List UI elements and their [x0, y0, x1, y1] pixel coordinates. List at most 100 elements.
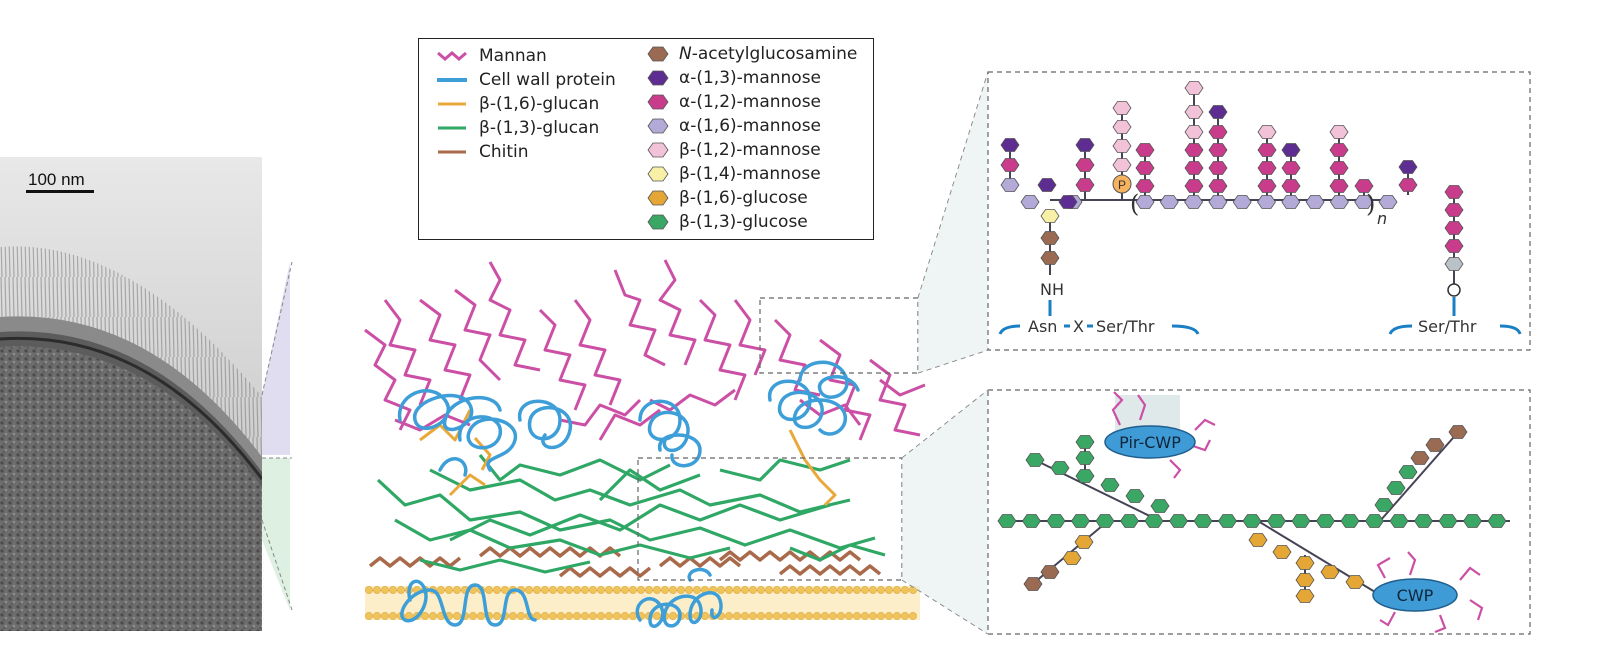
b13-glucose-hex: [1463, 514, 1482, 528]
lipid-head: [621, 612, 629, 620]
lipid-head: [477, 612, 485, 620]
glycan-structure-panel: P ( ) n NH O Asn X Ser/Thr Ser/Thr: [987, 71, 1531, 351]
lipid-head: [365, 586, 373, 594]
lipid-head: [653, 586, 661, 594]
lipid-head: [621, 586, 629, 594]
pir-cwp-label: Pir-CWP: [1119, 433, 1181, 452]
hexagon-icon: [647, 214, 669, 230]
lipid-head: [789, 586, 797, 594]
mannose-hex: [1281, 143, 1301, 157]
legend-item-cell-wall-protein: Cell wall protein: [437, 70, 616, 90]
b13-glucose-hex: [1218, 514, 1237, 528]
lipid-head: [549, 612, 557, 620]
b16-glucose-hex: [1295, 573, 1315, 587]
lipid-head: [733, 586, 741, 594]
b13-glucose-hex: [1193, 514, 1213, 528]
mannose-hex: [1184, 179, 1204, 193]
mannan-layer: [364, 259, 926, 441]
a13-mannose-hex: [1058, 195, 1078, 209]
cwp-protein: [1376, 551, 1484, 634]
lipid-head: [845, 612, 853, 620]
mannose-hex: [1329, 143, 1349, 157]
connector-cone-mannan: [262, 262, 290, 455]
lipid-head: [901, 586, 909, 594]
hexagon-icon: [647, 70, 669, 86]
lipid-head: [541, 586, 549, 594]
b16-glucose-hex: [1062, 551, 1082, 565]
b13-glucose-hex: [1438, 514, 1458, 528]
lipid-head: [557, 586, 565, 594]
lipid-head: [669, 586, 677, 594]
b13-glucose-hex: [1071, 514, 1090, 528]
legend-label: α-(1,3)-mannose: [679, 68, 822, 88]
legend-item-hex: β-(1,3)-glucose: [647, 212, 808, 232]
a16-mannose-hex: [1159, 195, 1179, 209]
hexagon-icon: [647, 70, 669, 86]
scale-bar-label: 100 nm: [28, 170, 85, 189]
b16-glucose-hex: [1345, 575, 1365, 589]
b16-glucose-hex: [1272, 545, 1292, 559]
b13-glucose-hex: [1022, 514, 1041, 528]
lipid-head: [821, 586, 829, 594]
hexagon-icon: [647, 94, 669, 110]
mannose-hex: [1329, 125, 1349, 139]
mannose-hex: [1075, 178, 1095, 192]
lipid-head: [581, 612, 589, 620]
glcnac-hex: [1410, 451, 1430, 465]
lipid-head: [453, 586, 461, 594]
legend-label: β-(1,2)-mannose: [679, 140, 821, 160]
asn-label: Asn: [1028, 317, 1057, 336]
mannan-line-icon: [437, 51, 467, 61]
legend-item-hex: α-(1,6)-mannose: [647, 116, 821, 136]
b13-glucose-hex: [1046, 514, 1066, 528]
b13-glucose-hex: [1075, 451, 1095, 465]
lipid-head: [893, 612, 901, 620]
b13-glucose-hex: [1125, 489, 1145, 503]
legend-label: β-(1,6)-glucose: [679, 188, 808, 208]
mannose-hex: [1208, 161, 1228, 175]
b12-mannose-hex: [1112, 120, 1132, 134]
b13-glucose-hex: [1386, 481, 1406, 495]
legend-label: β-(1,6)-glucan: [479, 94, 600, 114]
mannose-hex: [1398, 178, 1418, 192]
hexagon-icon: [647, 214, 669, 230]
legend-item-hex: β-(1,4)-mannose: [647, 164, 821, 184]
lipid-head: [605, 586, 613, 594]
b13-glucose-hex: [1374, 498, 1394, 512]
lipid-head: [805, 586, 813, 594]
mannose-hex: [1329, 161, 1349, 175]
lipid-head: [733, 612, 741, 620]
glucan-chains: [997, 425, 1507, 603]
a16-mannose-hex: [1257, 195, 1276, 209]
a16-mannose-hex: [1305, 195, 1325, 209]
glcnac-hex: [1448, 425, 1468, 439]
lipid-head: [501, 586, 509, 594]
lipid-head: [869, 586, 877, 594]
lipid-head: [757, 586, 765, 594]
glcnac-hex: [1040, 231, 1060, 245]
a16-mannose-hex: [1020, 195, 1040, 209]
lipid-head: [781, 612, 789, 620]
lipid-head: [445, 586, 453, 594]
lipid-head: [773, 586, 781, 594]
b13-glucose-hex: [1100, 478, 1120, 492]
hexagon-icon: [647, 46, 669, 62]
a16-mannose-hex: [1208, 195, 1228, 209]
legend-item-b13-glucan: β-(1,3)-glucan: [437, 118, 599, 138]
b13-glucose-hex: [1291, 514, 1311, 528]
glucan-structure-panel: Pir-CWP CWP: [987, 389, 1531, 635]
cell-wall-proteins: [397, 360, 860, 628]
lipid-head: [909, 612, 917, 620]
lipid-head: [901, 612, 909, 620]
legend-label: α-(1,6)-mannose: [679, 116, 822, 136]
mannose-hex: [1208, 105, 1228, 119]
lipid-head: [397, 586, 405, 594]
lipid-head: [469, 612, 477, 620]
a16-mannose-hex: [1281, 195, 1301, 209]
chitin-line-icon: [438, 150, 466, 154]
legend-item-chitin: Chitin: [437, 142, 529, 162]
hexagon-icon: [647, 46, 669, 62]
mannose-hex: [1257, 125, 1277, 139]
pir-cwp-protein: [1111, 391, 1216, 479]
lipid-head: [741, 612, 749, 620]
